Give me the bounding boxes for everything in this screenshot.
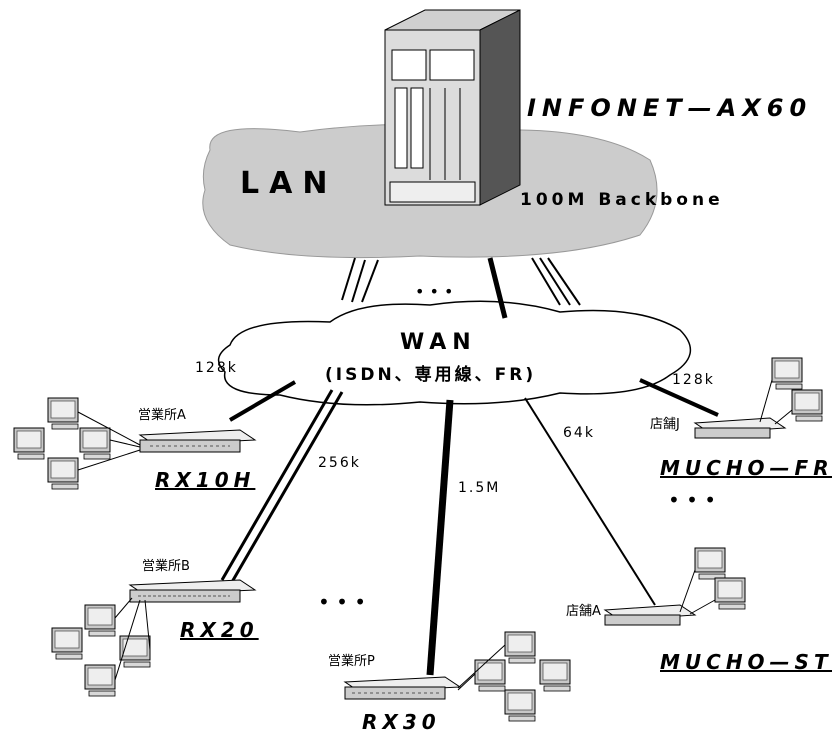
site-j-label: 店舗J	[650, 417, 680, 432]
speed-b: 256k	[318, 455, 361, 471]
site-b-label: 営業所B	[142, 559, 190, 574]
pc-cluster-st-icon	[679, 547, 746, 615]
model-rx20: RX20	[180, 618, 259, 642]
lan-wan-links	[341, 257, 581, 319]
pc-cluster-j-icon	[759, 357, 823, 425]
speed-a: 128k	[195, 360, 238, 376]
model-rx10h: RX10H	[155, 468, 256, 492]
pc-cluster-b-icon	[51, 597, 151, 697]
router-mucho-fr-icon	[693, 417, 787, 439]
product-name: INFONET—AX60	[527, 94, 813, 122]
lan-label: LAN	[240, 166, 338, 201]
backbone-label: 100M Backbone	[520, 190, 724, 210]
pc-cluster-p-icon	[457, 631, 571, 722]
wan-subtitle: (ISDN、専用線、FR)	[325, 365, 537, 385]
model-mucho-st: MUCHO—ST	[660, 650, 832, 674]
ellipsis-right: • • •	[668, 488, 717, 512]
wan-site-links	[220, 378, 719, 676]
router-rx20-icon	[128, 579, 257, 603]
model-rx30: RX30	[362, 710, 441, 733]
model-mucho-fr: MUCHO—FR	[660, 456, 832, 480]
ellipsis-left: • • •	[318, 590, 367, 614]
speed-p: 1.5M	[458, 480, 501, 496]
server-tower-icon	[384, 9, 521, 206]
trunk-ellipsis: • • •	[415, 282, 454, 301]
site-st-label: 店舗A	[566, 604, 601, 619]
speed-st: 64k	[563, 425, 595, 441]
speed-j: 128k	[672, 372, 715, 388]
router-mucho-st-icon	[603, 604, 697, 626]
pc-cluster-a-icon	[13, 397, 141, 490]
wan-cloud	[217, 300, 692, 406]
router-rx30-icon	[343, 676, 462, 700]
site-a-label: 営業所A	[138, 408, 186, 423]
wan-title: WAN	[400, 330, 477, 355]
router-rx10h-icon	[138, 429, 257, 453]
site-p-label: 営業所P	[328, 654, 375, 669]
